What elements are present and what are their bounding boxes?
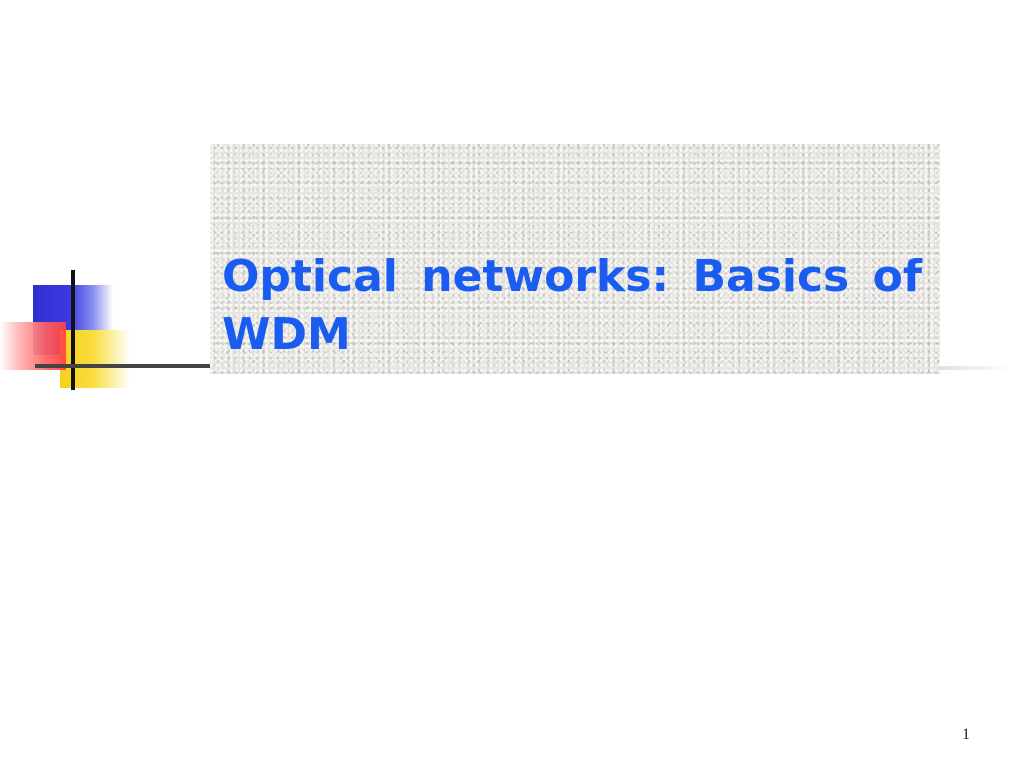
title-underline-fade — [940, 366, 1010, 370]
decorative-emblem — [0, 270, 215, 395]
emblem-red-square — [0, 322, 66, 370]
emblem-horizontal-line — [35, 364, 215, 368]
page-number: 1 — [962, 726, 970, 743]
emblem-vertical-line — [71, 270, 75, 390]
slide-title: Optical networks: Basics of WDM — [222, 251, 922, 360]
title-box: Optical networks: Basics of WDM — [210, 144, 1010, 374]
